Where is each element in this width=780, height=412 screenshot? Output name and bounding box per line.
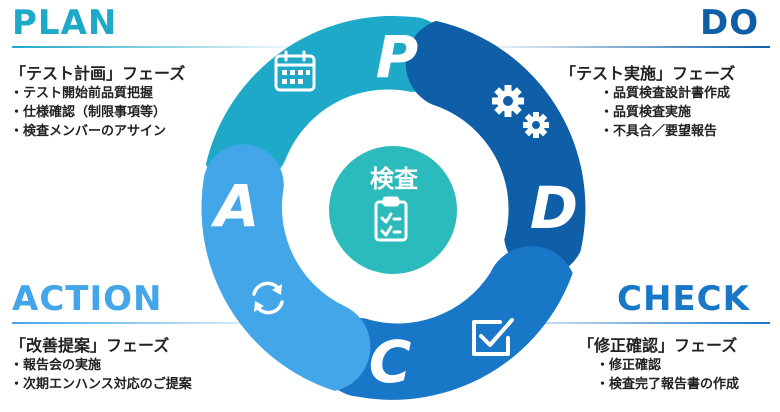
- action-segment: [201, 144, 371, 391]
- do-list: 品質検査設計書作成 品質検査実施 不具合／要望報告: [600, 84, 730, 141]
- do-heading: 「テスト実施」フェーズ: [560, 64, 736, 83]
- check-rule: [470, 322, 770, 324]
- plan-segment: [205, 15, 450, 187]
- list-item: 次期エンハンス対応のご提案: [10, 375, 192, 394]
- gears-icon: [492, 85, 549, 138]
- action-heading: 「改善提案」フェーズ: [10, 336, 170, 355]
- plan-heading: 「テスト計画」フェーズ: [10, 64, 186, 83]
- check-title: CHECK: [617, 279, 750, 319]
- list-item: 検査メンバーのアサイン: [10, 122, 166, 141]
- plan-rule: [12, 46, 312, 48]
- list-item: 不具合／要望報告: [600, 122, 730, 141]
- do-segment: [405, 20, 586, 275]
- center-label: 検査: [370, 165, 418, 193]
- list-item: 検査完了報告書の作成: [596, 375, 739, 394]
- list-item: 仕様確認（制限事項等）: [10, 103, 166, 122]
- list-item: 品質検査設計書作成: [600, 84, 730, 103]
- do-title: DO: [700, 3, 760, 43]
- list-item: 報告会の実施: [10, 356, 192, 375]
- list-item: 修正確認: [596, 356, 739, 375]
- check-segment: [321, 246, 573, 400]
- action-letter: A: [211, 172, 260, 240]
- plan-title: PLAN: [12, 3, 118, 43]
- clipboard-check-icon: [374, 196, 408, 242]
- action-rule: [12, 322, 312, 324]
- check-list: 修正確認 検査完了報告書の作成: [596, 356, 739, 394]
- action-list: 報告会の実施 次期エンハンス対応のご提案: [10, 356, 192, 394]
- check-letter: C: [369, 328, 412, 396]
- action-title: ACTION: [12, 279, 163, 319]
- plan-letter: P: [376, 23, 419, 91]
- do-rule: [470, 46, 770, 48]
- check-heading: 「修正確認」フェーズ: [578, 336, 738, 355]
- list-item: 品質検査実施: [600, 103, 730, 122]
- plan-list: テスト開始前品質把握 仕様確認（制限事項等） 検査メンバーのアサイン: [10, 84, 166, 141]
- list-item: テスト開始前品質把握: [10, 84, 166, 103]
- refresh-icon: [252, 281, 284, 315]
- center-circle: [329, 146, 457, 274]
- do-letter: D: [530, 174, 578, 242]
- checkbox-icon: [472, 318, 514, 356]
- calendar-icon: [274, 50, 316, 92]
